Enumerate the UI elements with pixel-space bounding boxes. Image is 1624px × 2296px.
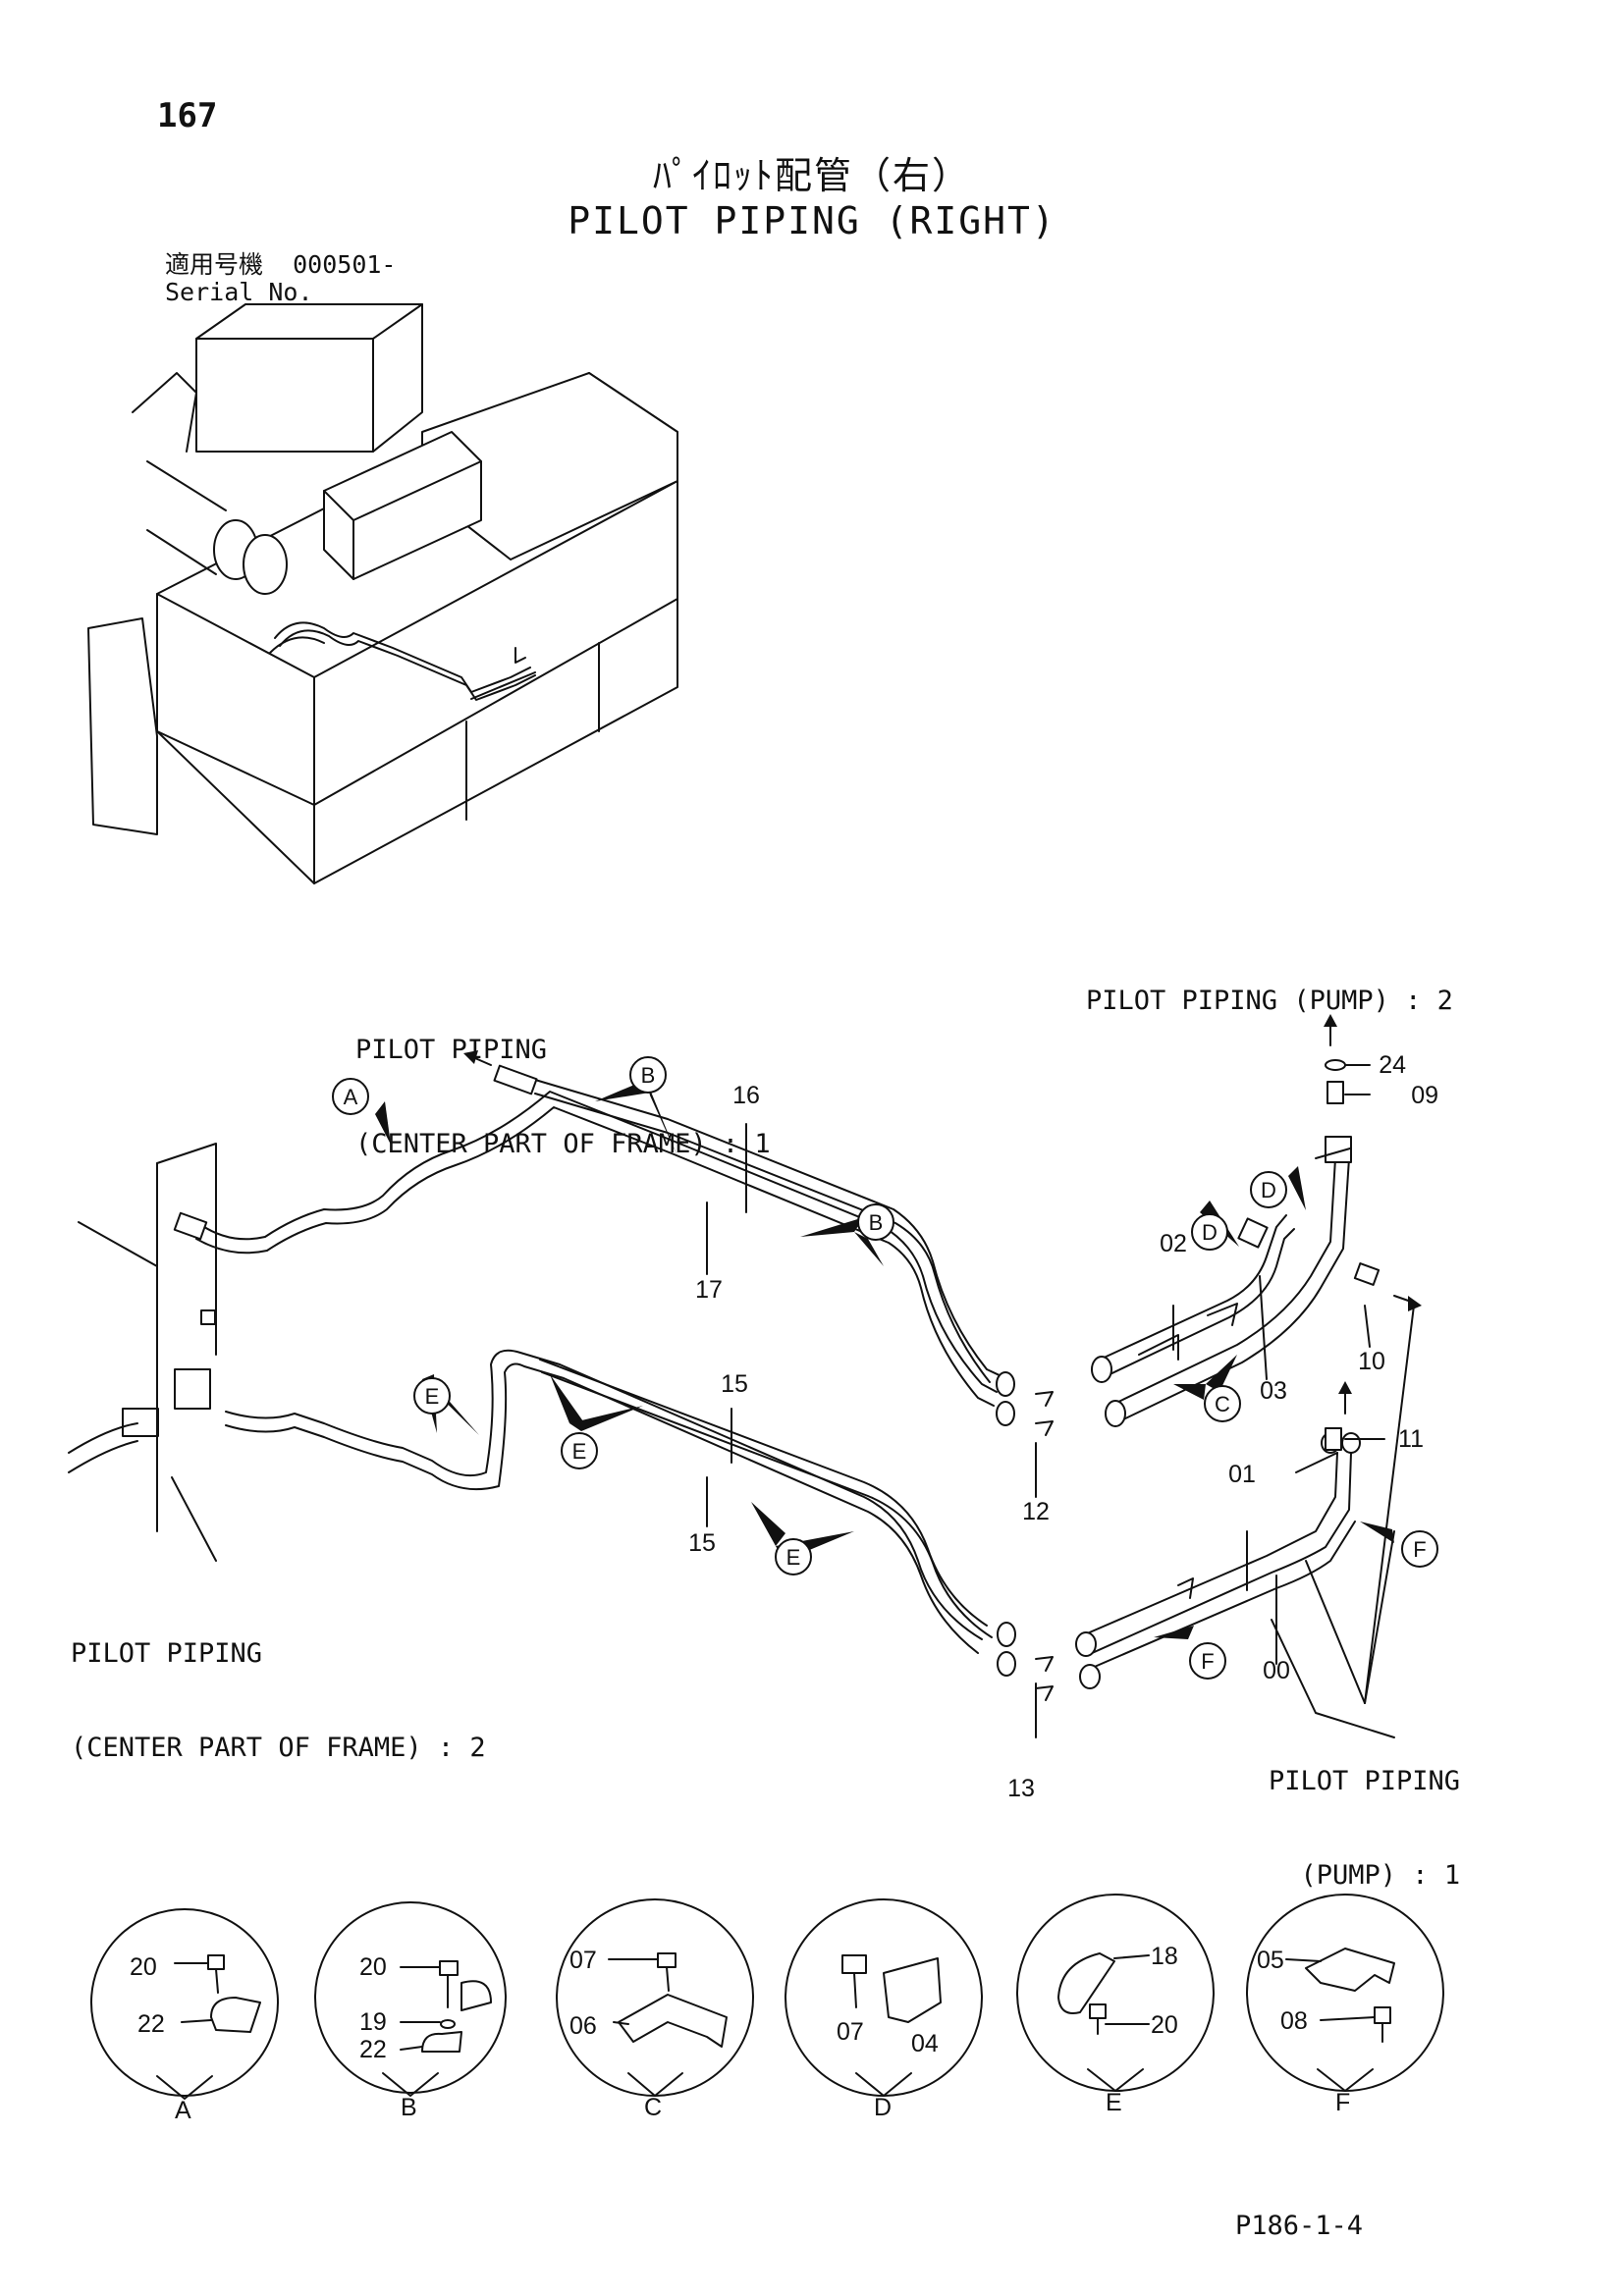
callout-e3 bbox=[775, 1538, 812, 1575]
callout-a bbox=[332, 1078, 369, 1115]
detail-b-part1: 20 bbox=[359, 1953, 387, 1981]
callout-d2 bbox=[1191, 1213, 1228, 1251]
ref-pump-2: PILOT PIPING (PUMP) : 2 bbox=[1086, 986, 1453, 1016]
detail-a-circle bbox=[90, 1908, 279, 2097]
part-00: 00 bbox=[1263, 1657, 1290, 1684]
callout-b2 bbox=[857, 1203, 894, 1241]
callout-e2 bbox=[561, 1432, 598, 1469]
part-16: 16 bbox=[732, 1082, 760, 1109]
callout-d1 bbox=[1250, 1171, 1287, 1208]
detail-d-circle bbox=[785, 1898, 983, 2097]
callout-b1-label: B bbox=[641, 1063, 656, 1088]
pump-assembly-upper bbox=[1091, 1136, 1352, 1427]
detail-f-part2: 08 bbox=[1280, 2007, 1308, 2035]
detail-e-part1: 18 bbox=[1151, 1943, 1178, 1970]
callout-e2-label: E bbox=[572, 1439, 587, 1464]
serial-label-en: Serial No. bbox=[165, 278, 313, 306]
detail-f-letter: F bbox=[1335, 2089, 1350, 2116]
machine-overview bbox=[87, 303, 678, 884]
callout-pointers bbox=[375, 1080, 1394, 1639]
page-number: 167 bbox=[157, 96, 218, 135]
detail-e-part2: 20 bbox=[1151, 2011, 1178, 2039]
title-japanese: ﾊﾟｲﾛｯﾄ配管（右） bbox=[652, 154, 971, 197]
callout-e1-label: E bbox=[425, 1384, 440, 1409]
detail-d-part2: 04 bbox=[911, 2030, 939, 2057]
callout-f1-label: F bbox=[1413, 1537, 1426, 1562]
ref-center-frame-1-line2: (CENTER PART OF FRAME) : 1 bbox=[355, 1129, 771, 1159]
part-17: 17 bbox=[695, 1276, 723, 1304]
detail-d-letter: D bbox=[874, 2094, 892, 2121]
serial-value: 000501- bbox=[293, 250, 397, 279]
serial-block: 適用号機 000501- Serial No. bbox=[165, 251, 396, 306]
part-10: 10 bbox=[1358, 1348, 1385, 1375]
ref-center-frame-1-line1: PILOT PIPING bbox=[355, 1035, 548, 1065]
serial-label-jp: 適用号機 bbox=[165, 250, 264, 279]
callout-f2 bbox=[1189, 1642, 1226, 1680]
detail-a-part1: 20 bbox=[130, 1953, 157, 1981]
part-labels: 16 17 15 15 12 13 02 03 01 00 10 11 24 0… bbox=[688, 1051, 1438, 1802]
detail-c-letter: C bbox=[644, 2094, 662, 2121]
part-15-lower: 15 bbox=[688, 1529, 716, 1557]
part-09: 09 bbox=[1411, 1082, 1438, 1109]
detail-c-circle bbox=[556, 1898, 754, 2097]
frame-lines bbox=[78, 1143, 217, 1562]
detail-f-part1: 05 bbox=[1257, 1947, 1284, 1974]
detail-c-part2: 06 bbox=[569, 2012, 597, 2040]
leader-lines bbox=[706, 1064, 1415, 1738]
lower-pipes bbox=[68, 1349, 1054, 1701]
callout-d1-label: D bbox=[1261, 1178, 1276, 1202]
detail-a-letter: A bbox=[175, 2097, 191, 2124]
detail-labels: 20 22 A 20 19 22 B 07 06 C 07 04 D 18 20… bbox=[130, 1943, 1350, 2124]
detail-views bbox=[90, 1894, 1444, 2097]
detail-d-part1: 07 bbox=[837, 2018, 864, 2046]
upper-pipes bbox=[173, 1064, 1054, 1436]
callout-f2-label: F bbox=[1201, 1649, 1214, 1674]
detail-b-letter: B bbox=[401, 2094, 417, 2121]
detail-c-part1: 07 bbox=[569, 1947, 597, 1974]
callout-e3-label: E bbox=[786, 1545, 801, 1570]
part-11: 11 bbox=[1398, 1425, 1424, 1453]
callout-b1 bbox=[629, 1056, 667, 1094]
fittings bbox=[1271, 1059, 1395, 1738]
callout-a-label: A bbox=[344, 1085, 358, 1109]
part-24: 24 bbox=[1379, 1051, 1406, 1079]
detail-e-circle bbox=[1016, 1894, 1215, 2092]
part-02: 02 bbox=[1160, 1230, 1187, 1257]
detail-parts bbox=[156, 1948, 1395, 2100]
page-code: P186-1-4 bbox=[1235, 2211, 1364, 2241]
flow-arrows bbox=[463, 1014, 1422, 1415]
detail-b-part3: 22 bbox=[359, 2036, 387, 2063]
callout-circles bbox=[332, 1056, 1438, 1680]
callout-c bbox=[1204, 1385, 1241, 1422]
callout-f1 bbox=[1401, 1530, 1438, 1568]
title-english: PILOT PIPING (RIGHT) bbox=[568, 199, 1056, 242]
callout-c-label: C bbox=[1215, 1392, 1230, 1416]
callout-letters: A B B C D D E E E F F bbox=[344, 1063, 1427, 1674]
ref-pump-1: PILOT PIPING (PUMP) : 1 bbox=[1269, 1703, 1460, 1923]
part-15-upper: 15 bbox=[721, 1370, 748, 1398]
part-01: 01 bbox=[1228, 1461, 1256, 1488]
ref-center-frame-1: PILOT PIPING (CENTER PART OF FRAME) : 1 bbox=[355, 972, 771, 1192]
detail-e-letter: E bbox=[1106, 2089, 1122, 2116]
ref-pump-1-line1: PILOT PIPING bbox=[1269, 1766, 1461, 1796]
detail-f-circle bbox=[1246, 1894, 1444, 2092]
ref-center-frame-2-line2: (CENTER PART OF FRAME) : 2 bbox=[71, 1733, 486, 1763]
callout-d2-label: D bbox=[1202, 1220, 1218, 1245]
part-03: 03 bbox=[1260, 1377, 1287, 1405]
detail-a-part2: 22 bbox=[137, 2010, 165, 2038]
ref-pump-1-line2: (PUMP) : 1 bbox=[1300, 1860, 1461, 1891]
callout-b2-label: B bbox=[869, 1210, 884, 1235]
ref-center-frame-2: PILOT PIPING (CENTER PART OF FRAME) : 2 bbox=[71, 1575, 486, 1795]
callout-e1 bbox=[413, 1377, 451, 1415]
detail-b-part2: 19 bbox=[359, 2008, 387, 2036]
part-13: 13 bbox=[1007, 1775, 1035, 1802]
ref-center-frame-2-line1: PILOT PIPING bbox=[71, 1638, 263, 1669]
part-12: 12 bbox=[1022, 1498, 1050, 1525]
